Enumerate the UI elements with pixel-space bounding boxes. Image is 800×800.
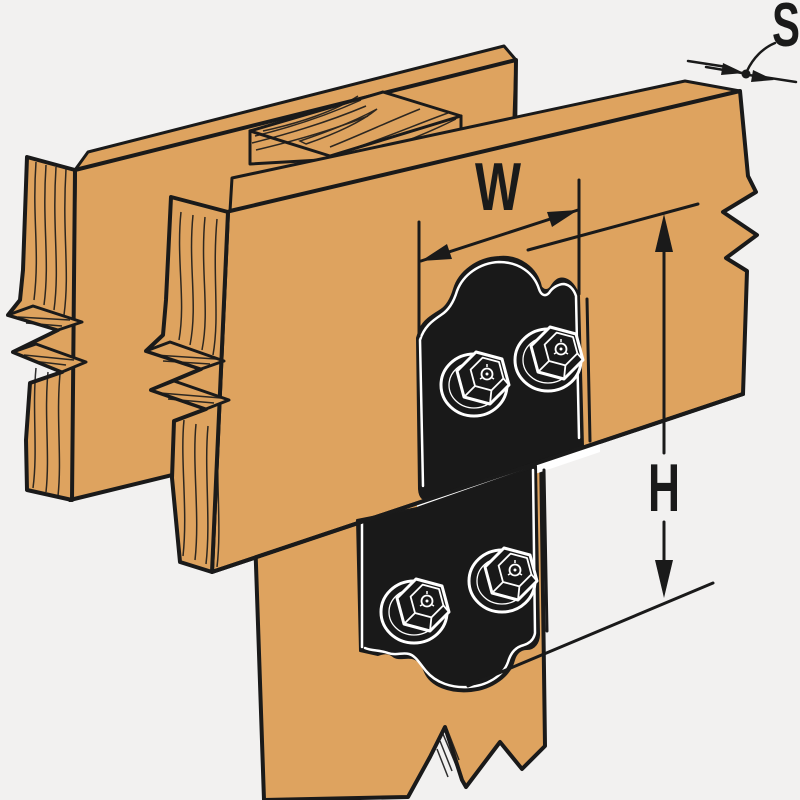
hex-bolt-icon bbox=[379, 577, 451, 645]
h-arrowhead-top bbox=[655, 214, 673, 252]
s-arrowhead-right bbox=[751, 70, 774, 82]
upper-plate-highlight bbox=[418, 260, 581, 488]
w-arrowhead-right bbox=[547, 210, 578, 227]
front-beam-end-grain bbox=[178, 211, 220, 568]
rear-beam-splinter-grain bbox=[17, 316, 75, 366]
middle-beam-grain bbox=[251, 95, 457, 151]
rear-beam-end-grain bbox=[32, 161, 68, 497]
post-break-grain bbox=[436, 728, 460, 778]
dimension-s: S bbox=[686, 0, 800, 84]
s-arrowhead-left bbox=[721, 63, 744, 75]
dim-label-s: S bbox=[772, 0, 800, 60]
dim-label-h: H bbox=[648, 450, 680, 526]
lower-plate-highlight bbox=[363, 468, 537, 689]
front-beam-bottom-edge bbox=[210, 392, 745, 574]
h-extension-bottom bbox=[466, 581, 715, 688]
hex-bolt-icon bbox=[467, 546, 539, 614]
hex-bolt-icon bbox=[439, 350, 511, 418]
h-arrowhead-bottom bbox=[655, 560, 673, 598]
lower-plate-edge-thickness bbox=[542, 468, 549, 633]
s-leader-dot bbox=[741, 69, 751, 79]
w-arrowhead-left bbox=[421, 244, 452, 261]
dim-label-w: W bbox=[475, 149, 522, 225]
hex-bolt-icon bbox=[513, 325, 585, 393]
front-beam-splinter-grain bbox=[154, 354, 222, 404]
rear-beam-end-cut bbox=[512, 58, 518, 120]
s-leader-line bbox=[745, 41, 777, 73]
upper-plate-edge-thickness bbox=[585, 297, 592, 443]
s-tick-left bbox=[686, 59, 729, 69]
dimension-h: H bbox=[466, 202, 715, 688]
h-extension-top bbox=[526, 202, 700, 252]
